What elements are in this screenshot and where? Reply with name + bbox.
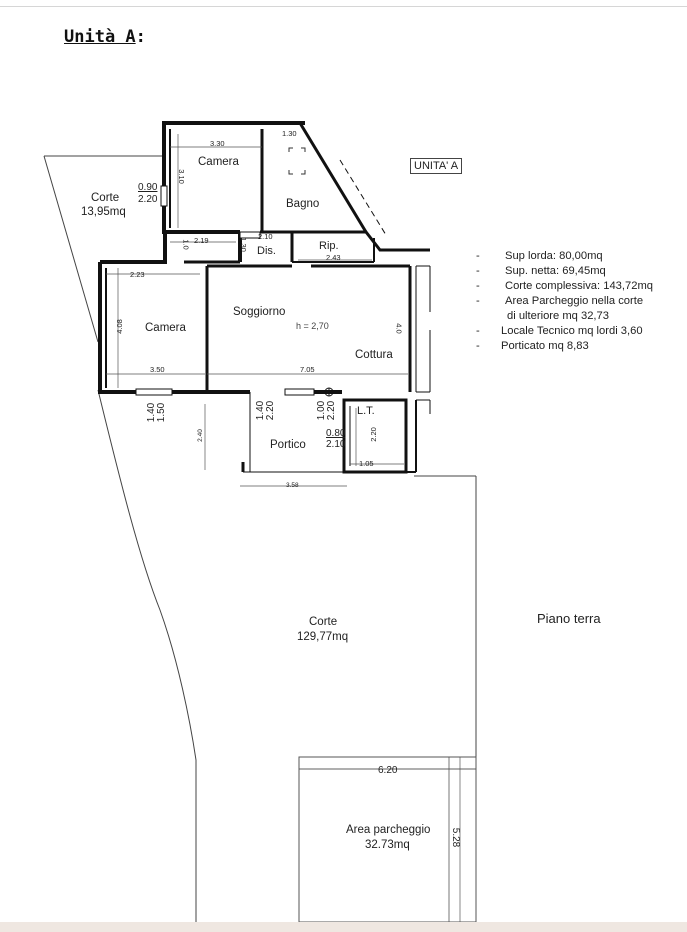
room-corte-small-area: 13,95mq [81, 206, 126, 218]
dim-330: 3.30 [210, 139, 225, 148]
unit-tag: UNITA' A [410, 158, 463, 174]
legend-text: Area Parcheggio nella corte [505, 295, 644, 307]
legend-text: Sup lorda: 80,00mq [505, 250, 603, 262]
dim-130b: 1.30 [238, 237, 248, 252]
door-symbol [324, 387, 334, 397]
bottom-strip [0, 922, 687, 932]
dim-705: 7.05 [300, 365, 315, 374]
dim-130-top: 1.30 [282, 129, 297, 138]
dim-243: 2.43 [326, 253, 341, 262]
dim-528: 5.28 [450, 827, 462, 848]
room-camera-left: Camera [145, 322, 186, 334]
room-dis: Dis. [257, 245, 276, 257]
shower-marks [288, 147, 306, 175]
room-camera-top: Camera [198, 156, 239, 168]
dim-105: 1.05 [359, 459, 374, 468]
win-220c: 2.20 [326, 400, 338, 421]
dim-240: 2.40 [196, 429, 204, 442]
top-separator [0, 6, 687, 7]
section-heading: Unità A: [64, 27, 146, 47]
floor-label: Piano terra [537, 611, 601, 626]
dimension-lines [106, 134, 476, 922]
room-portico: Portico [270, 439, 306, 451]
dim-219: 2.19 [194, 236, 209, 245]
site-outline [43, 155, 477, 922]
room-corte-big: Corte [309, 616, 338, 628]
room-parcheggio-area: 32.73mq [365, 839, 410, 851]
walls [98, 121, 431, 474]
dim-620: 6.20 [378, 765, 398, 776]
win-220a: 2.20 [138, 194, 158, 205]
dim-223: 2.23 [130, 270, 145, 279]
dim-358: 3.58 [286, 482, 299, 489]
legend-text: di ulteriore mq 32,73 [507, 310, 609, 322]
unit-heading-label: Unità A [64, 27, 136, 47]
legend-text: Sup. netta: 69,45mq [505, 265, 606, 277]
dim-40: 4.0 [394, 323, 404, 334]
legend-text: Porticato mq 8,83 [501, 340, 589, 352]
legend-text: Locale Tecnico mq lordi 3,60 [501, 325, 643, 337]
room-corte-big-area: 129,77mq [297, 631, 349, 643]
room-soggiorno: Soggiorno [233, 306, 286, 318]
unit-heading-colon: : [135, 27, 146, 47]
win-090: 0.90 [138, 182, 158, 193]
dim-10: 1.0 [181, 239, 191, 250]
legend-text: Corte complessiva: 143,72mq [505, 280, 653, 292]
room-corte-small: Corte [91, 192, 120, 204]
win-210: 2.10 [326, 439, 346, 450]
room-height: h = 2,70 [296, 321, 329, 331]
dim-350: 3.50 [150, 365, 165, 374]
dim-210: 2.10 [258, 232, 273, 241]
win-220b: 2.20 [265, 400, 277, 421]
win-080: 0.80 [326, 428, 346, 439]
dim-220: 2.20 [368, 427, 378, 442]
room-cottura: Cottura [355, 349, 393, 361]
room-parcheggio: Area parcheggio [346, 824, 431, 836]
windows [135, 185, 315, 396]
room-lt: L.T. [357, 405, 375, 417]
win-150: 1.50 [156, 402, 168, 423]
dim-310: 3.10 [176, 169, 186, 184]
room-bagno: Bagno [286, 198, 320, 210]
dim-408: 4.08 [114, 319, 124, 334]
room-rip: Rip. [319, 240, 339, 252]
